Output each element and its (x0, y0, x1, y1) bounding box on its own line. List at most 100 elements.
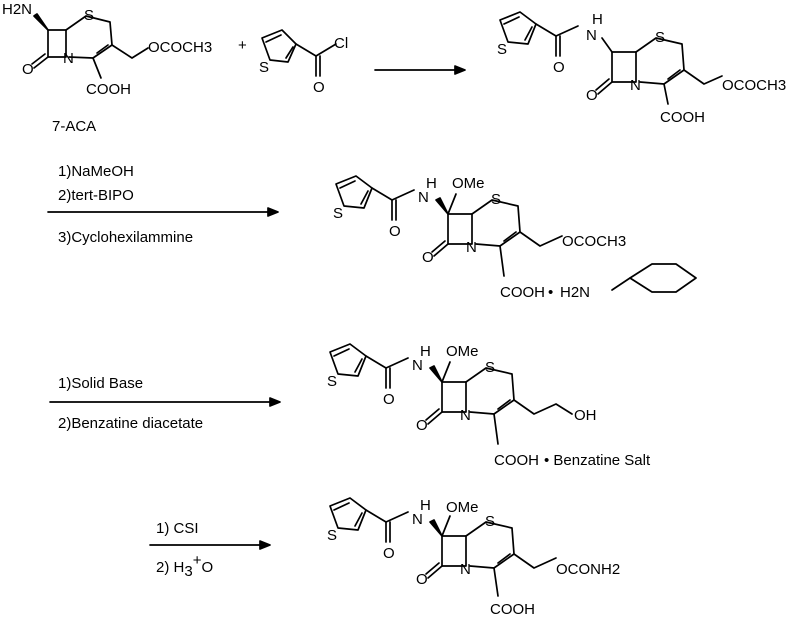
amide-o: O (389, 223, 401, 240)
sulfur-label: S (84, 7, 94, 24)
reactant-7-aca: H2N S N O COOH OCOCH3 7-ACA (2, 1, 212, 135)
lactam-carbonyl-2 (31, 53, 46, 65)
step1-condition-3: 3)Cyclohexilammine (58, 229, 193, 246)
step2-condition-2: 2)Benzatine diacetate (58, 415, 203, 432)
amide-bond (535, 23, 579, 37)
amide-n: N (418, 189, 429, 206)
cooh-bond (663, 83, 669, 105)
arrowhead-3 (269, 397, 281, 407)
sulfur-label: S (491, 191, 501, 208)
carbamate-label: OCONH2 (556, 561, 620, 578)
cooh-bond (92, 57, 102, 79)
thiophene-ring (335, 175, 373, 209)
thiophene-s: S (259, 59, 269, 76)
product-benzatine-salt: S O N H OMe S N O COOH OH • Benzatine Sa… (327, 343, 651, 469)
carbonyl-o: O (313, 79, 325, 96)
thiophene-s: S (327, 373, 337, 390)
arrowhead-4 (259, 540, 271, 550)
cyclohexane-ring (629, 263, 697, 293)
amide-h: H (420, 497, 431, 514)
amide-h: H (426, 175, 437, 192)
step2-condition-1: 1)Solid Base (58, 375, 143, 392)
cooh-label: COOH (86, 81, 131, 98)
cooh-label: COOH (500, 284, 545, 301)
ome-bond (447, 193, 457, 215)
beta-lactam-ring (447, 213, 473, 245)
thiophene-s: S (333, 205, 343, 222)
thiazine-ring (471, 199, 521, 247)
cooh-bond (493, 413, 499, 445)
ome-bond (441, 515, 451, 537)
ring-double-bond (96, 44, 109, 54)
beta-lactam-ring (47, 29, 67, 58)
reagent-thienyl-acid-chloride: S O Cl (259, 29, 348, 96)
nitrogen-label: N (466, 239, 477, 256)
thiophene-double-1 (339, 180, 356, 189)
side-chain-bond (513, 553, 557, 569)
step3-condition-2: 2) H3+O (156, 552, 213, 580)
amide-h: H (592, 11, 603, 28)
amide-n: N (412, 357, 423, 374)
cooh-bond (499, 245, 505, 277)
thiazine-ring (635, 37, 685, 85)
ome-bond (441, 361, 451, 383)
amide-bond (365, 509, 409, 523)
product-thienyl-cephalosporin: S O N H S N O COOH OCOCH3 (497, 11, 786, 126)
methoxy-label: OMe (452, 175, 485, 192)
hydroxyl-label: OH (574, 407, 597, 424)
step3-condition-1: 1) CSI (156, 520, 199, 537)
amine-label: H2N (2, 1, 32, 18)
side-chain-bond (683, 69, 723, 85)
cooh-label: COOH (490, 601, 535, 618)
nitrogen-label: N (630, 77, 641, 94)
thiophene-double-1 (333, 348, 350, 357)
oxygen-label: O (416, 417, 428, 434)
thiazine-ring (65, 15, 113, 59)
amide-o: O (553, 59, 565, 76)
side-chain-label: OCOCH3 (562, 233, 626, 250)
beta-lactam-ring (441, 381, 467, 413)
amine-label: H2N (560, 284, 590, 301)
amide-o: O (383, 545, 395, 562)
sulfur-label: S (655, 29, 665, 46)
thiophene-s: S (497, 41, 507, 58)
salt-dot: • (548, 284, 553, 301)
thiophene-double-1 (503, 16, 520, 25)
thiophene-double-1 (265, 34, 282, 43)
amide-h: H (420, 343, 431, 360)
lactam-carbonyl-2 (425, 562, 440, 575)
lactam-carbonyl (427, 411, 443, 425)
amide-bond (365, 355, 409, 369)
acyl-bond (295, 43, 337, 57)
sulfur-label: S (485, 359, 495, 376)
lactam-carbonyl-2 (595, 78, 610, 91)
lactam-carbonyl-2 (425, 408, 440, 421)
thiophene-double-2 (360, 190, 369, 205)
thiophene-ring (499, 11, 537, 45)
thiophene-double-1 (333, 502, 350, 511)
ring-double-bond (497, 399, 511, 410)
cooh-label: COOH (494, 452, 539, 469)
lactam-carbonyl (33, 56, 49, 69)
thiazine-ring (465, 521, 515, 569)
lactam-carbonyl (597, 81, 613, 95)
oxygen-label: O (22, 61, 34, 78)
ring-double-bond (667, 69, 681, 80)
cooh-label: COOH (660, 109, 705, 126)
product-cyclohexylammonium-salt: S O N H OMe S N O COOH • H2N OCOCH3 (333, 175, 697, 301)
nitrogen-label: N (460, 561, 471, 578)
amide-n: N (586, 27, 597, 44)
chloride-label: Cl (334, 35, 348, 52)
side-chain-label: OCOCH3 (148, 39, 212, 56)
nitrogen-label: N (460, 407, 471, 424)
beta-lactam-ring (611, 51, 637, 83)
amine-wedge (33, 13, 49, 31)
beta-lactam-ring (441, 535, 467, 567)
plus-sign: + (238, 37, 247, 54)
side-chain-label: OCOCH3 (722, 77, 786, 94)
thiophene-double-2 (354, 358, 363, 373)
thiophene-double-2 (285, 46, 294, 59)
ring-double-bond (497, 553, 511, 564)
thiophene-ring (329, 497, 367, 531)
